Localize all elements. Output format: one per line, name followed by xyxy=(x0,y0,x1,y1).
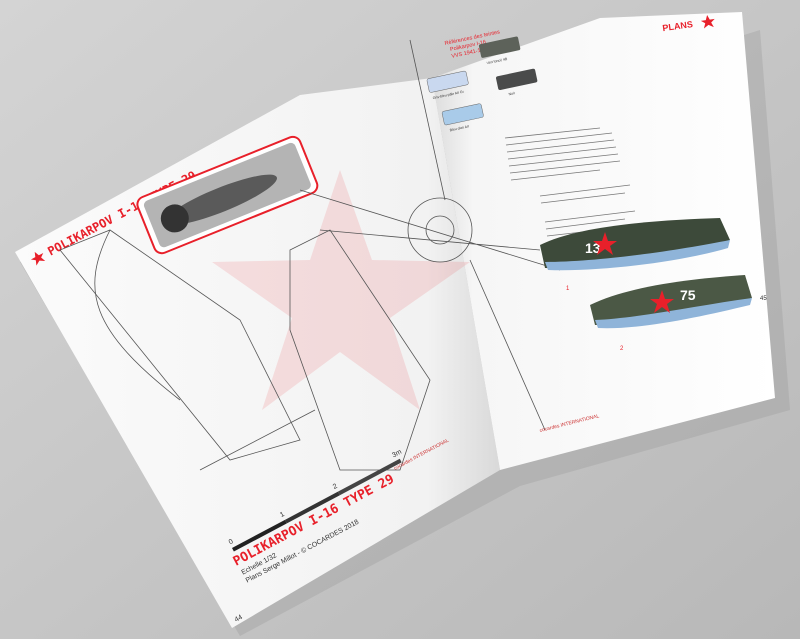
plan-drawings xyxy=(59,39,561,471)
red-star-icon xyxy=(700,14,715,29)
red-star-icon xyxy=(593,232,617,255)
page-number-right: 45 xyxy=(760,296,767,302)
svg-text:2: 2 xyxy=(332,483,339,491)
aircraft-number: 75 xyxy=(680,287,696,303)
aircraft-profile-1: 13 1 xyxy=(540,218,730,292)
swatch xyxy=(496,68,538,90)
historic-photo xyxy=(136,135,319,255)
profile-marker: 2 xyxy=(620,346,624,352)
svg-text:Bleu clair AII: Bleu clair AII xyxy=(449,124,469,132)
svg-text:Gris-bleu pâle AII Gr: Gris-bleu pâle AII Gr xyxy=(432,89,465,100)
swatch xyxy=(441,103,484,126)
page-number-left: 44 xyxy=(234,614,244,624)
section-tab: PLANS xyxy=(662,19,694,33)
svg-text:3m: 3m xyxy=(391,449,403,460)
aircraft-profile-2: 75 2 xyxy=(590,275,752,352)
scale-bar: 0 1 2 3m xyxy=(228,449,403,552)
left-page xyxy=(15,78,500,628)
aircraft-number: 13 xyxy=(585,240,601,256)
swatch xyxy=(426,70,469,93)
red-star-icon xyxy=(30,251,46,266)
svg-text:0: 0 xyxy=(228,538,235,546)
svg-text:Vert foncé 4B: Vert foncé 4B xyxy=(486,57,508,65)
profile-marker: 1 xyxy=(566,286,570,292)
swatch xyxy=(478,36,521,58)
svg-text:1: 1 xyxy=(279,511,286,519)
background-star xyxy=(212,170,470,410)
red-star-icon xyxy=(650,290,674,313)
body-text xyxy=(504,127,636,237)
svg-text:Noir: Noir xyxy=(508,91,516,96)
